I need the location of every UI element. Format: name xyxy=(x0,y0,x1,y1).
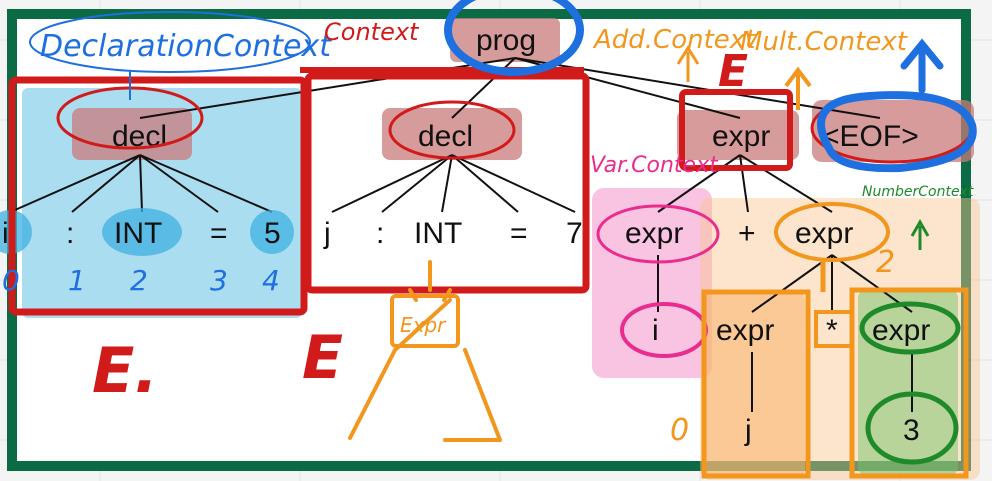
label-declaration-context: DeclarationContext xyxy=(40,29,332,64)
orange-arrow-up xyxy=(784,66,812,110)
red-oval-decl-2 xyxy=(388,100,516,160)
blue-oval-prog xyxy=(444,0,584,76)
label-add-context: Add.Context xyxy=(592,25,756,55)
token-7: 7 xyxy=(566,217,583,250)
node-decl-2: decl xyxy=(418,120,473,153)
orange-box-mult-right xyxy=(849,287,969,479)
token-eq-2: = xyxy=(510,217,528,250)
token-i-leaf: i xyxy=(652,314,659,347)
label-number-context: NumberContext xyxy=(862,184,974,200)
orange-highlight-mult-left xyxy=(705,292,805,477)
token-eq-1: = xyxy=(210,217,228,250)
blue-oval-label xyxy=(29,11,311,73)
label-expr-doodle: Expr xyxy=(400,313,447,337)
label-context: Context xyxy=(324,18,420,46)
orange-oval-expr-right xyxy=(774,202,890,262)
orange-arrow-add xyxy=(676,45,700,82)
index-label-1: 1 xyxy=(68,264,86,297)
green-oval-expr xyxy=(859,301,961,355)
token-j-leaf: j xyxy=(744,414,752,447)
blue-oval-eof xyxy=(817,91,977,173)
red-box-expr xyxy=(679,89,793,171)
red-box-decl-2 xyxy=(304,72,590,294)
blue-arrow-up xyxy=(900,38,944,94)
label-e-big-2: E xyxy=(302,323,343,393)
token-j: j xyxy=(323,217,331,250)
orange-expr-box-doodle xyxy=(390,294,460,348)
node-expr-right: expr xyxy=(795,217,853,250)
token-plus: + xyxy=(738,217,756,250)
token-5: 5 xyxy=(264,217,281,250)
token-star: * xyxy=(826,314,838,347)
node-expr-mult-left: expr xyxy=(716,314,774,347)
token-colon-2: : xyxy=(376,217,384,250)
index-labels: 0 1 2 3 4 xyxy=(2,264,280,297)
index-label-2: 2 xyxy=(130,264,148,297)
label-num-2: 2 xyxy=(876,245,895,280)
node-expr-left: expr xyxy=(625,217,683,250)
token-int-2: INT xyxy=(414,217,462,250)
label-e-big-1: E. xyxy=(92,334,158,407)
pink-oval-expr xyxy=(596,204,720,264)
index-label-3: 3 xyxy=(210,264,228,297)
label-mult-context: Mult.Context xyxy=(740,27,908,57)
red-box-decl-1 xyxy=(8,76,308,316)
label-var-context: Var.Context xyxy=(590,153,719,178)
label-num-0: 0 xyxy=(670,413,689,448)
node-prog: prog xyxy=(476,24,536,57)
token-3-leaf: 3 xyxy=(903,414,920,447)
cyan-token-bubbles xyxy=(0,208,294,256)
green-arrow-up xyxy=(910,218,930,250)
token-i: i xyxy=(2,217,9,250)
orange-box-star xyxy=(814,310,854,348)
node-eof: <EOF> xyxy=(822,120,919,153)
index-label-4: 4 xyxy=(262,264,280,297)
label-e-top: E xyxy=(718,46,748,97)
node-expr-top: expr xyxy=(712,120,770,153)
token-colon-1: : xyxy=(66,217,74,250)
index-label-0: 0 xyxy=(2,264,20,297)
green-oval-3 xyxy=(865,391,959,465)
token-int-1: INT xyxy=(114,217,162,250)
orange-box-mult-left xyxy=(701,289,811,479)
node-expr-mult-right: expr xyxy=(872,314,930,347)
green-highlight-mult-right xyxy=(858,290,958,475)
